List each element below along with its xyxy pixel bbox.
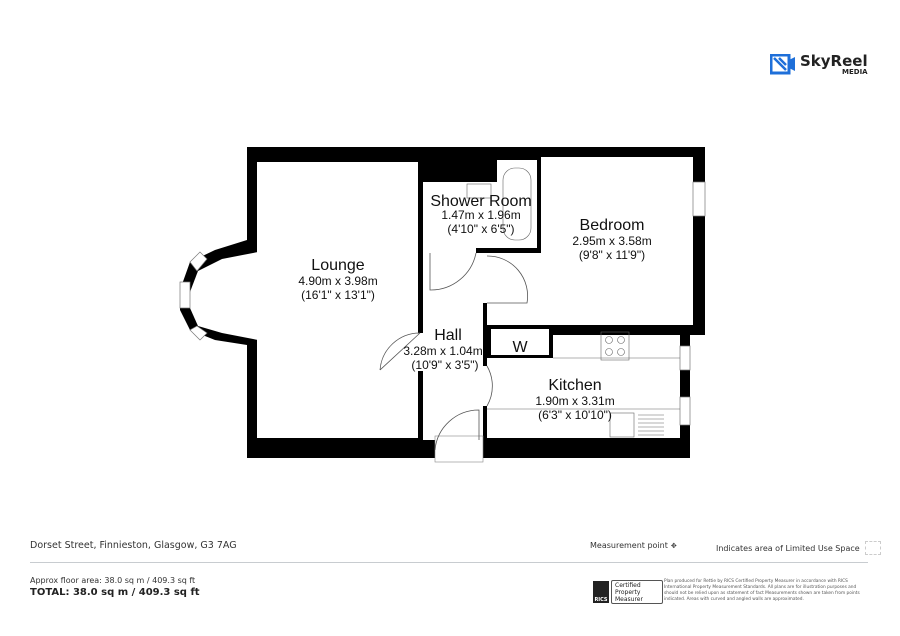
kitchen-window-2 [679,396,691,426]
bedroom-name: Bedroom [580,217,645,234]
footer-divider [30,562,868,563]
basin [466,183,492,199]
entrance-door [434,409,480,451]
bedroom-window [692,181,706,217]
bath-shower [502,167,532,241]
bedroom-imperial: (9'8" x 11'9") [579,248,645,262]
cupboard-label: W [512,339,528,356]
lounge-door [379,332,421,371]
hall-imperial: (10'9" x 3'5") [411,358,478,372]
bay-window-top [189,251,208,272]
lounge-metric: 4.90m x 3.98m [298,274,377,288]
hall-name: Hall [434,327,462,344]
limited-use-swatch-icon [864,541,881,555]
shower-room-metric: 1.47m x 1.96m [441,208,520,222]
lounge-imperial: (16'1" x 13'1") [301,288,375,302]
total-area: TOTAL: 38.0 sq m / 409.3 sq ft [30,587,200,598]
drainer-icon [638,414,664,436]
brand-name: SkyReel [800,52,868,70]
hob-icon [600,331,630,361]
rics-logo: RICS [593,581,609,603]
fixtures [466,167,680,438]
kitchen-imperial: (6'3" x 10'10") [538,408,612,422]
shower-room-name: Shower Room [430,193,531,210]
shower-room-imperial: (4'10" x 6'5") [447,222,514,236]
limited-use-label: Indicates area of Limited Use Space [716,543,860,553]
lounge-name: Lounge [311,257,364,274]
bay-window-bottom [189,325,208,341]
measurement-point-icon: ✥ [670,541,677,550]
disclaimer: Plan produced for Rettie by RICS Certifi… [664,579,860,602]
shower-door [429,252,477,291]
kitchen-name: Kitchen [548,377,601,394]
property-address: Dorset Street, Finnieston, Glasgow, G3 7… [30,540,237,551]
kitchen-door [486,365,493,407]
windows [179,181,706,426]
door-swings [379,252,528,451]
bay-window-centre [179,281,191,309]
skyreel-logo-icon [770,54,795,75]
kitchen-metric: 1.90m x 3.31m [535,394,614,408]
approx-floor-area: Approx floor area: 38.0 sq m / 409.3 sq … [30,576,196,585]
rics-label: Certified Property Measurer [611,580,663,604]
bedroom-metric: 2.95m x 3.58m [572,234,651,248]
sink-icon [609,412,635,438]
rics-badge: RICS Certified Property Measurer [593,580,663,604]
legend-limited-use: Indicates area of Limited Use Space [716,541,881,555]
brand-sub: MEDIA [842,68,868,76]
hall-metric: 3.28m x 1.04m [403,344,482,358]
bedroom-door [486,255,528,304]
skyreel-logo: SkyReel MEDIA [770,54,868,76]
legend-measurement-point: Measurement point ✥ [590,541,677,550]
measurement-point-label: Measurement point [590,541,668,550]
kitchen-window-1 [679,345,691,371]
